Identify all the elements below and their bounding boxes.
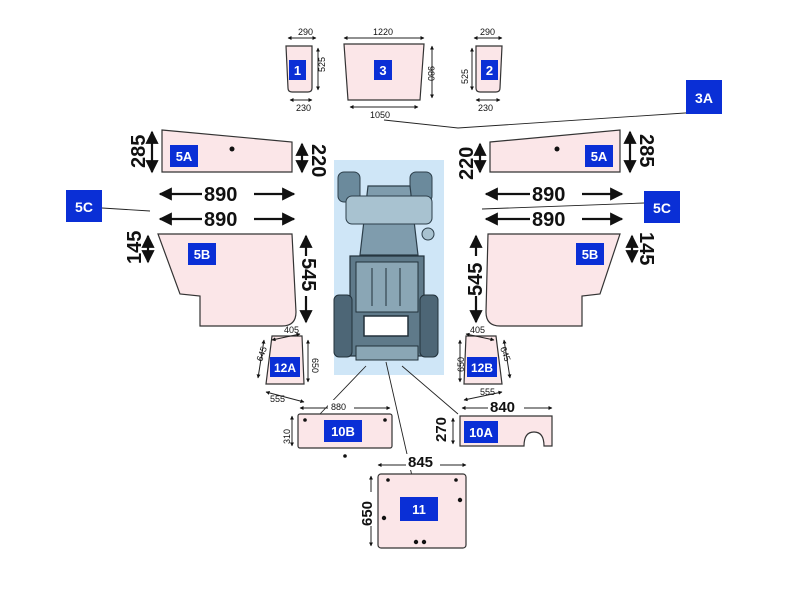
pane-12b-tag <box>467 357 497 377</box>
pane-10b-tag <box>324 420 362 442</box>
callout-5c-right-tag <box>644 191 680 223</box>
pane-12b-dim-top: 405 <box>470 325 485 335</box>
pane-3-dim-top: 1220 <box>373 27 393 37</box>
pane-12a-dim-right: 650 <box>310 358 320 373</box>
callout-3a-label: 3A <box>695 90 713 106</box>
pane-2: 290 525 230 2 <box>460 27 503 113</box>
pane-5a-left-label: 5A <box>176 149 193 164</box>
pane-5a-right-label: 5A <box>591 149 608 164</box>
pane-1-dim-top: 290 <box>298 27 313 37</box>
pane-12b-dim-left: 650 <box>456 357 466 372</box>
callout-5c-left-label: 5C <box>75 199 93 215</box>
pane-12b: 405 650 645 555 12B <box>456 325 513 402</box>
pane-1-dim-bottom: 230 <box>296 103 311 113</box>
callout-5c-right: 5C <box>481 191 680 223</box>
pane-12b-label: 12B <box>471 361 493 375</box>
pane-10a-dim-width: 840 <box>490 399 515 416</box>
pane-5a-left: 285 220 5A <box>128 129 329 177</box>
callout-3a-tag <box>686 80 722 114</box>
pane-5a-right-tag <box>585 145 613 167</box>
width-dims-right: 890 890 <box>484 182 624 231</box>
pane-10a: 840 270 10A <box>401 365 553 447</box>
pane-12a-dim-top: 405 <box>284 325 299 335</box>
pane-10b: 880 310 10B <box>282 365 393 458</box>
pane-12b-dim-bottom: 555 <box>480 387 495 397</box>
pane-2-dim-top: 290 <box>480 27 495 37</box>
pane-2-label: 2 <box>486 63 493 78</box>
pane-5b-left-dim-side: 545 <box>297 258 319 291</box>
pane-2-dim-side: 525 <box>460 69 470 84</box>
pane-5a-left-dim-h: 285 <box>128 135 150 168</box>
width-dims-left: 890 890 <box>158 182 296 231</box>
callout-3a: 3A <box>383 80 722 129</box>
right-width-dim-2: 890 <box>532 209 565 231</box>
pane-10a-tag <box>464 421 498 443</box>
pane-3-dim-bottom: 1050 <box>370 110 390 120</box>
tractor-illustration <box>333 160 444 375</box>
callout-5c-right-label: 5C <box>653 200 671 216</box>
pane-3-label: 3 <box>379 63 386 78</box>
pane-5a-right-dim-h: 285 <box>635 134 657 167</box>
pane-5b-left-shape <box>157 233 297 327</box>
pane-1-tag <box>289 60 306 80</box>
pane-12a-dim-bottom: 555 <box>270 394 285 404</box>
pane-5b-left-dim-top: 145 <box>124 231 146 264</box>
pane-3-dim-side: 980 <box>426 66 436 81</box>
pane-1-dim-side: 525 <box>317 57 327 72</box>
pane-5a-left-dim-h2: 220 <box>307 144 329 177</box>
pane-5b-right: 545 145 5B <box>460 232 657 327</box>
pane-2-tag <box>481 60 498 80</box>
pane-12a: 405 645 650 555 12A <box>254 325 320 404</box>
pane-11: 845 650 11 <box>358 361 467 549</box>
pane-5b-right-dim-side: 545 <box>465 263 487 296</box>
pane-5b-right-label: 5B <box>582 247 599 262</box>
pane-5a-right: 220 285 5A <box>456 129 657 180</box>
pane-10a-label: 10A <box>469 425 493 440</box>
pane-12a-label: 12A <box>274 361 296 375</box>
pane-5a-right-dim-h2: 220 <box>456 147 478 180</box>
callout-5c-left: 5C <box>66 190 151 222</box>
pane-1: 290 525 230 1 <box>285 27 327 113</box>
pane-1-label: 1 <box>294 63 301 78</box>
callout-5c-left-tag <box>66 190 102 222</box>
pane-12a-dim-left: 645 <box>254 345 269 363</box>
pane-11-dim-height: 650 <box>359 501 376 526</box>
pane-10b-dim-height: 310 <box>282 429 292 444</box>
pane-10b-dim-width: 880 <box>331 402 346 412</box>
left-width-dim-1: 890 <box>204 184 237 206</box>
pane-5b-right-dim-top: 145 <box>635 232 657 265</box>
pane-5b-left-tag <box>188 243 216 265</box>
pane-11-dim-width: 845 <box>408 454 433 471</box>
left-width-dim-2: 890 <box>204 209 237 231</box>
pane-11-tag <box>400 497 438 521</box>
pane-5b-left: 145 545 5B <box>124 231 320 327</box>
pane-10b-label: 10B <box>331 424 355 439</box>
pane-3-tag <box>374 60 392 80</box>
pane-5b-right-tag <box>576 243 604 265</box>
right-width-dim-1: 890 <box>532 184 565 206</box>
pane-12b-dim-right: 645 <box>498 345 513 363</box>
pane-11-label: 11 <box>412 502 426 517</box>
pane-5a-left-tag <box>170 145 198 167</box>
pane-5b-left-label: 5B <box>194 247 211 262</box>
pane-2-dim-bottom: 230 <box>478 103 493 113</box>
pane-12a-tag <box>270 357 300 377</box>
pane-3: 1220 980 1050 3 <box>343 27 436 120</box>
pane-10a-dim-height: 270 <box>433 417 450 442</box>
